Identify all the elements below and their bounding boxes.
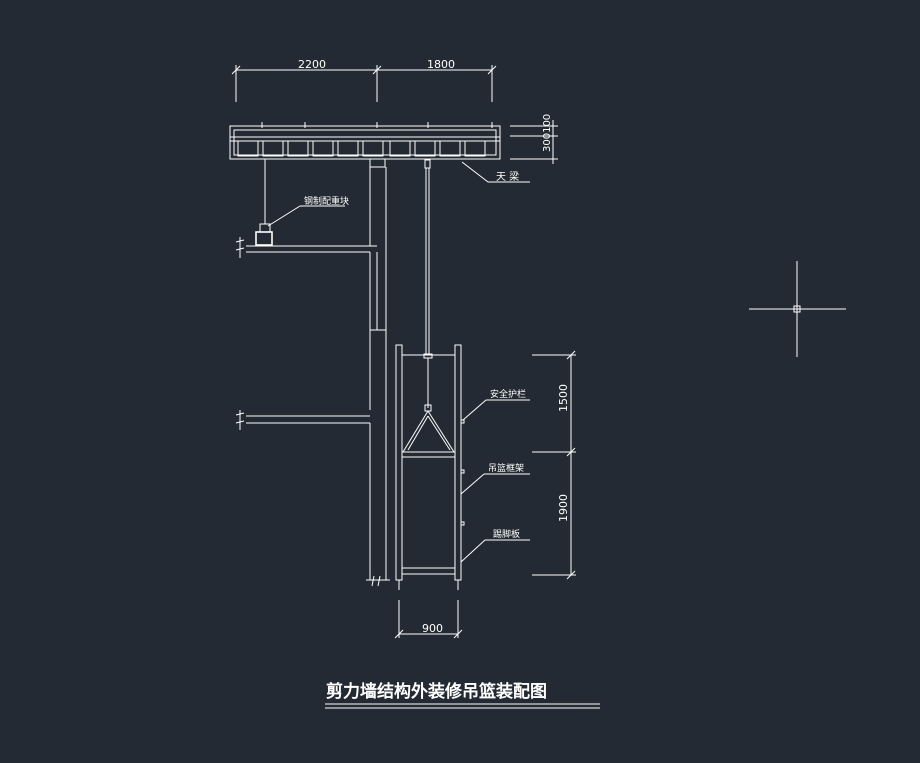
- drawing-title: 剪力墙结构外装修吊篮装配图: [326, 681, 547, 702]
- label-counterweight: 钢制配重块: [304, 195, 349, 207]
- drawing-title-block: 剪力墙结构外装修吊篮装配图: [325, 681, 600, 709]
- label-safety-guard: 安全护栏: [490, 388, 526, 400]
- top-beam-label: 天 梁: [461, 161, 530, 183]
- top-truss-beam: [229, 122, 501, 169]
- basket-labels: 安全护栏 吊篮框架 踢脚板: [460, 388, 530, 563]
- dim-300100: 300100: [542, 114, 553, 152]
- wire-rope: [423, 168, 433, 412]
- dim-1800: 1800: [427, 58, 455, 71]
- label-foot-board: 踢脚板: [493, 528, 520, 540]
- label-basket-frame: 吊篮框架: [488, 462, 524, 474]
- truss-cells: [237, 140, 486, 157]
- dim-2200: 2200: [298, 58, 326, 71]
- shear-wall: [366, 167, 390, 587]
- roof-slab: [235, 237, 377, 258]
- counterweight-assembly: 钢制配重块: [252, 159, 349, 247]
- top-dimension: 2200 1800: [231, 58, 497, 102]
- dim-1900: 1900: [557, 494, 570, 522]
- basket-width-dimension: 900: [394, 600, 463, 639]
- floor-slab: [235, 410, 370, 430]
- crosshair-cursor-icon: [749, 261, 846, 357]
- basket-height-dimension: 1500 1900: [532, 350, 576, 580]
- beam-height-dimension: 300100: [510, 114, 558, 164]
- dim-1500: 1500: [557, 384, 570, 412]
- hanging-basket: [395, 344, 465, 590]
- dim-900: 900: [422, 622, 443, 635]
- label-top-beam: 天 梁: [496, 170, 519, 183]
